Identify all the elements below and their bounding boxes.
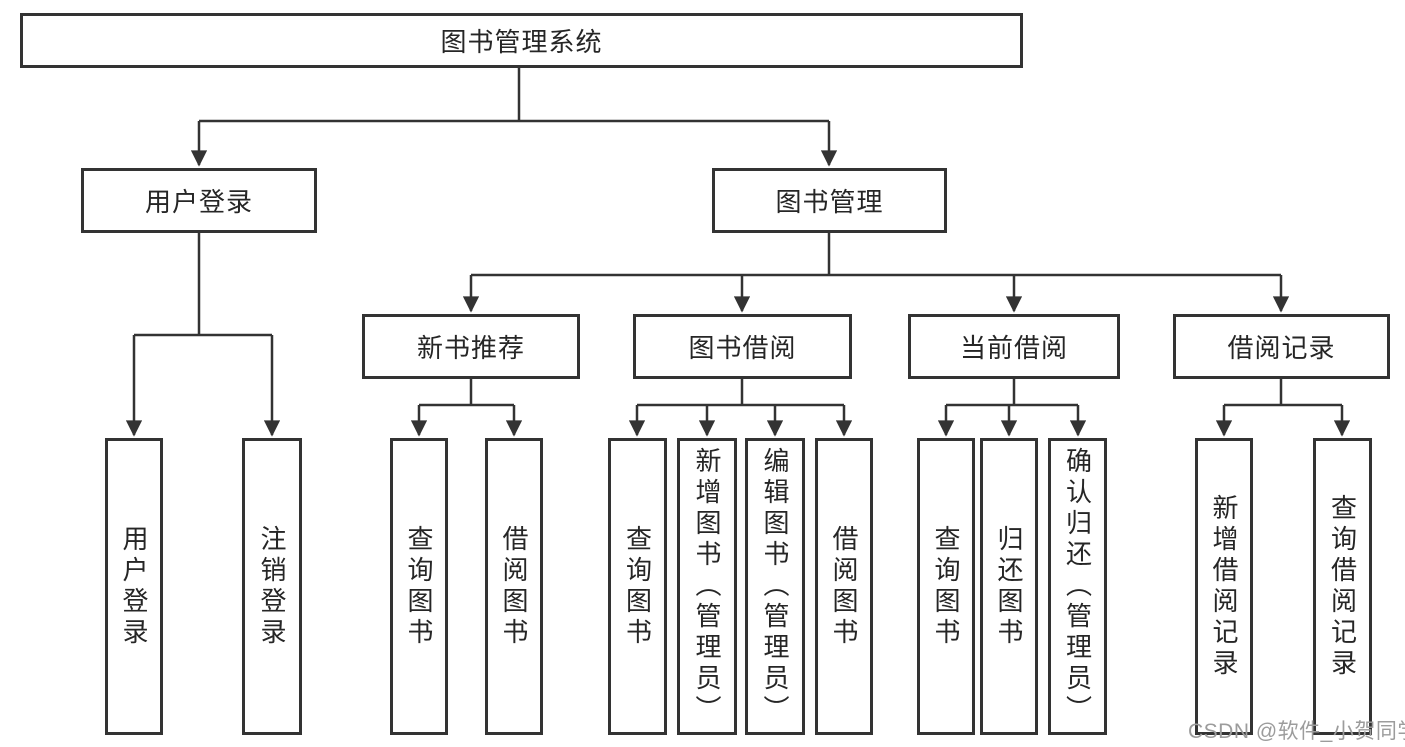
leaf-add-book-admin-label: 新增图书（管理员） <box>692 447 722 726</box>
leaf-query-books-current: 查询图书 <box>917 438 975 735</box>
leaf-query-books-recommend-label: 查询图书 <box>404 524 434 649</box>
node-root-system: 图书管理系统 <box>20 13 1023 68</box>
leaf-borrow-books-recommend: 借阅图书 <box>485 438 543 735</box>
leaf-borrow-books-recommend-label: 借阅图书 <box>499 524 529 649</box>
leaf-logout-label: 注销登录 <box>257 524 287 649</box>
leaf-return-book: 归还图书 <box>980 438 1038 735</box>
leaf-add-book-admin: 新增图书（管理员） <box>677 438 737 735</box>
leaf-add-borrow-record: 新增借阅记录 <box>1195 438 1253 735</box>
leaf-user-login: 用户登录 <box>105 438 163 735</box>
leaf-edit-book-admin: 编辑图书（管理员） <box>745 438 805 735</box>
leaf-query-borrow-record-label: 查询借阅记录 <box>1327 493 1358 680</box>
leaf-add-borrow-record-label: 新增借阅记录 <box>1209 493 1239 680</box>
node-new-book-recommend: 新书推荐 <box>362 314 580 379</box>
leaf-logout: 注销登录 <box>242 438 302 735</box>
leaf-confirm-return-admin: 确认归还（管理员） <box>1048 438 1107 735</box>
node-user-login: 用户登录 <box>81 168 317 233</box>
leaf-query-borrow-record: 查询借阅记录 <box>1313 438 1372 735</box>
node-book-management: 图书管理 <box>712 168 947 233</box>
leaf-user-login-label: 用户登录 <box>119 524 149 649</box>
leaf-edit-book-admin-label: 编辑图书（管理员） <box>760 447 790 726</box>
node-book-borrow: 图书借阅 <box>633 314 852 379</box>
leaf-confirm-return-admin-label: 确认归还（管理员） <box>1062 447 1093 726</box>
leaf-borrow-books: 借阅图书 <box>815 438 873 735</box>
node-current-borrow: 当前借阅 <box>908 314 1120 379</box>
leaf-query-books-borrow: 查询图书 <box>608 438 667 735</box>
leaf-query-books-borrow-label: 查询图书 <box>622 524 653 649</box>
leaf-borrow-books-label: 借阅图书 <box>829 524 859 649</box>
leaf-return-book-label: 归还图书 <box>994 524 1024 649</box>
node-borrow-records: 借阅记录 <box>1173 314 1390 379</box>
leaf-query-books-current-label: 查询图书 <box>931 524 961 649</box>
leaf-query-books-recommend: 查询图书 <box>390 438 448 735</box>
csdn-watermark: CSDN @软件_小贺同学 <box>1188 720 1405 743</box>
tree-edges <box>125 68 1351 437</box>
